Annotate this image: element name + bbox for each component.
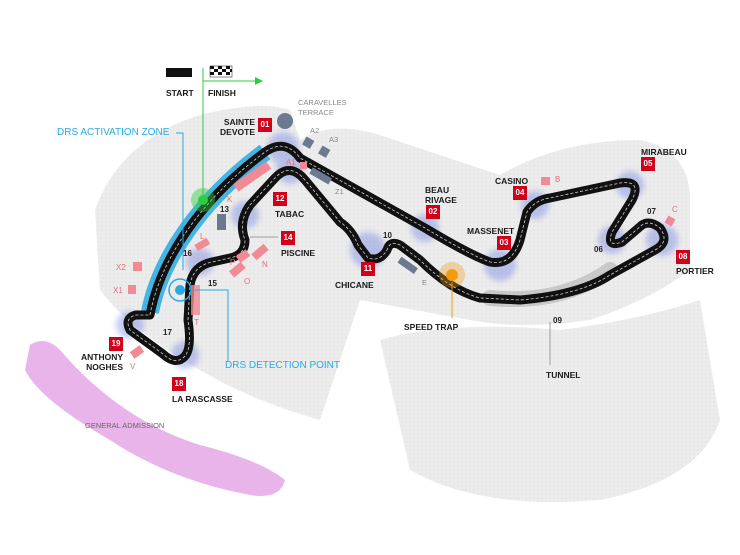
corner-13-number: 13 [220, 205, 229, 214]
corner-12-badge: 12 [273, 192, 287, 206]
general-admission-label: GENERAL ADMISSION [85, 421, 165, 430]
grandstands [128, 113, 676, 359]
corner-18-name: LA RASCASSE [172, 394, 233, 404]
stand-a3: A3 [329, 135, 339, 144]
stand-b: B [555, 175, 561, 184]
speed-trap-label: SPEED TRAP [404, 322, 459, 332]
corner-15-number: 15 [208, 279, 217, 288]
drs-activation-zone-label: DRS ACTIVATION ZONE [57, 127, 170, 138]
corner-03-name: MASSENET [467, 226, 515, 236]
corner-11-badge: 11 [361, 262, 375, 276]
corner-04-badge: 04 [513, 186, 527, 200]
stand-x1: X1 [113, 286, 123, 295]
corner-05-badge: 05 [641, 157, 655, 171]
corner-02-badge: 02 [426, 205, 440, 219]
corner-06-number: 06 [594, 245, 603, 254]
stand-t: T [194, 318, 199, 327]
drs-activation-bracket [176, 132, 184, 270]
corner-10-number: 10 [383, 231, 392, 240]
corner-03-badge: 03 [497, 236, 511, 250]
corner-14-badge: 14 [281, 231, 295, 245]
stand-c: C [672, 205, 678, 214]
finish-label: FINISH [208, 88, 236, 98]
drs-detection-marker [168, 278, 229, 362]
corner-09-number: 09 [553, 316, 562, 325]
general-admission-area [25, 341, 285, 496]
stand-p: P [230, 258, 236, 267]
stand-x2: X2 [116, 263, 126, 272]
corner-18-badge: 18 [172, 377, 186, 391]
corner-19-badge: 19 [109, 337, 123, 351]
corner-05-name: MIRABEAU [641, 147, 687, 157]
caravelles-terrace-label: CARAVELLES TERRACE [298, 98, 347, 117]
stand-k: K [227, 195, 233, 204]
corner-01-badge: 01 [258, 118, 272, 132]
stand-e: E [422, 278, 428, 287]
stand-l: L [200, 232, 205, 241]
tunnel-label: TUNNEL [546, 370, 581, 380]
corner-11-name: CHICANE [335, 280, 374, 290]
drs-detection-point-label: DRS DETECTION POINT [225, 360, 341, 371]
start-label: START [166, 88, 194, 98]
corner-08-name: PORTIER [676, 266, 714, 276]
stand-z1: Z1 [335, 187, 344, 196]
corner-08-badge: 08 [676, 250, 690, 264]
stand-a2: A2 [310, 126, 320, 135]
stand-v: V [130, 362, 136, 371]
corner-14-name: PISCINE [281, 248, 316, 258]
start-finish-marker [166, 65, 263, 212]
speed-trap-marker [439, 262, 465, 318]
city-area-south [380, 300, 720, 502]
stand-o: O [244, 277, 251, 286]
corner-07-number: 07 [647, 207, 656, 216]
corner-04-name: CASINO [495, 176, 529, 186]
corner-17-number: 17 [163, 328, 172, 337]
stand-a1: A1 [286, 158, 296, 167]
corner-16-number: 16 [183, 249, 192, 258]
corner-12-name: TABAC [275, 209, 305, 219]
stand-n: N [262, 260, 268, 269]
track-centerline [127, 145, 665, 361]
